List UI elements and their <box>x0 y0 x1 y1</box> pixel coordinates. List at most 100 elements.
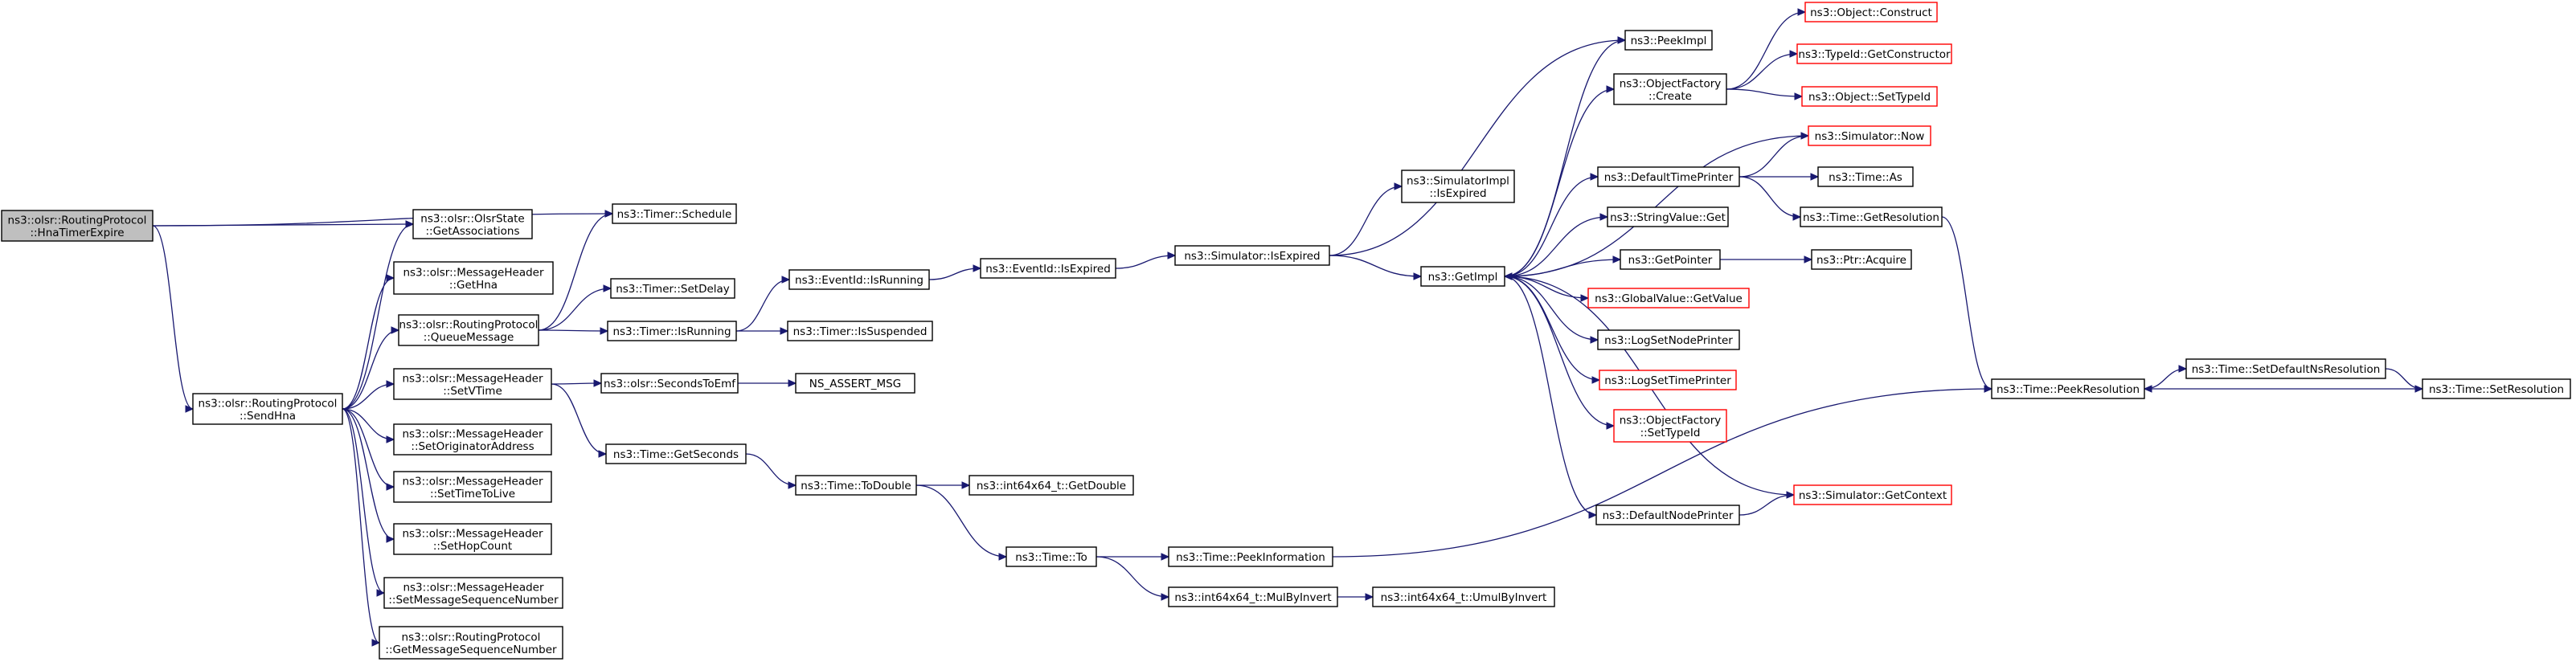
node-setttl[interactable]: ns3::olsr::MessageHeader::SetTimeToLive <box>393 471 552 503</box>
node-issuspended[interactable]: ns3::Timer::IsSuspended <box>787 321 933 341</box>
call-edge <box>1504 36 1627 277</box>
node-sethop[interactable]: ns3::olsr::MessageHeader::SetHopCount <box>393 523 552 555</box>
node-box <box>795 475 917 496</box>
node-objconstruct[interactable]: ns3::Object::Construct <box>1804 2 1938 22</box>
call-edges <box>152 8 2424 647</box>
node-timeto[interactable]: ns3::Time::To <box>1005 546 1097 567</box>
arrowhead <box>1599 213 1609 221</box>
node-setdefaultnsres[interactable]: ns3::Time::SetDefaultNsResolution <box>2185 358 2386 379</box>
node-nsassert[interactable]: NS_ASSERT_MSG <box>795 373 915 394</box>
node-getdouble[interactable]: ns3::int64x64_t::GetDouble <box>969 475 1134 496</box>
call-edge <box>342 408 386 597</box>
arrowhead <box>1606 85 1616 93</box>
call-edge <box>1738 132 1810 178</box>
node-defnodeprinter[interactable]: ns3::DefaultNodePrinter <box>1595 505 1740 525</box>
node-box <box>1800 206 1943 227</box>
node-label: ns3::olsr::MessageHeader <box>403 266 544 279</box>
node-setseq[interactable]: ns3::olsr::MessageHeader::SetMessageSequ… <box>383 577 563 609</box>
node-setdelay[interactable]: ns3::Timer::SetDelay <box>610 278 735 299</box>
node-sendhna[interactable]: ns3::olsr::RoutingProtocol::SendHna <box>192 393 343 425</box>
arrowhead <box>1612 255 1622 264</box>
node-label: ::SetMessageSequenceNumber <box>388 594 559 607</box>
arrowhead <box>604 210 614 218</box>
node-box <box>412 209 533 239</box>
node-getresolution[interactable]: ns3::Time::GetResolution <box>1800 206 1943 227</box>
arrowhead <box>2143 385 2152 393</box>
node-label: ns3::ObjectFactory <box>1620 77 1722 90</box>
call-edge <box>538 284 612 331</box>
arrowhead <box>1590 336 1599 344</box>
node-objsettypeid[interactable]: ns3::Object::SetTypeId <box>1801 86 1938 107</box>
node-box <box>1005 546 1097 567</box>
node-label: ::GetHna <box>449 279 498 292</box>
node-timeas[interactable]: ns3::Time::As <box>1817 166 1914 187</box>
node-label: ns3::int64x64_t::MulByInvert <box>1174 591 1331 604</box>
node-eventisexpired[interactable]: ns3::EventId::IsExpired <box>980 258 1116 279</box>
arrowhead <box>1789 50 1799 58</box>
node-logtimeprinter[interactable]: ns3::LogSetTimePrinter <box>1599 370 1737 390</box>
node-ofcreate[interactable]: ns3::ObjectFactory::Create <box>1613 73 1727 105</box>
node-simisexpired[interactable]: ns3::Simulator::IsExpired <box>1174 245 1330 266</box>
node-box <box>1372 586 1555 607</box>
arrowhead <box>1794 92 1804 100</box>
call-edge <box>1726 50 1799 90</box>
node-queuemsg[interactable]: ns3::olsr::RoutingProtocol::QueueMessage <box>398 314 539 346</box>
node-label: ns3::LogSetNodePrinter <box>1604 334 1733 347</box>
arrowhead <box>1984 385 1993 393</box>
node-box <box>607 321 737 341</box>
node-typeidgetctor[interactable]: ns3::TypeId::GetConstructor <box>1796 43 1952 64</box>
node-setresolution[interactable]: ns3::Time::SetResolution <box>2422 378 2571 399</box>
node-todouble[interactable]: ns3::Time::ToDouble <box>795 475 917 496</box>
node-getseconds[interactable]: ns3::Time::GetSeconds <box>605 443 747 464</box>
node-getassoc[interactable]: ns3::olsr::OlsrState::GetAssociations <box>412 209 533 239</box>
node-lognodeprinter[interactable]: ns3::LogSetNodePrinter <box>1597 329 1740 350</box>
node-mulbyinvert[interactable]: ns3::int64x64_t::MulByInvert <box>1168 586 1338 607</box>
node-label: ns3::EventId::IsExpired <box>985 263 1111 276</box>
node-setorig[interactable]: ns3::olsr::MessageHeader::SetOriginatorA… <box>393 423 552 456</box>
node-box <box>1620 249 1721 270</box>
node-label: ns3::olsr::MessageHeader <box>403 581 544 594</box>
node-label: ::QueueMessage <box>424 331 514 344</box>
node-simnow[interactable]: ns3::Simulator::Now <box>1808 125 1931 146</box>
node-label: ns3::DefaultNodePrinter <box>1603 509 1734 522</box>
node-schedule[interactable]: ns3::Timer::Schedule <box>612 203 737 224</box>
node-timerisrunning[interactable]: ns3::Timer::IsRunning <box>607 321 737 341</box>
node-deftimeprinter[interactable]: ns3::DefaultTimePrinter <box>1597 166 1740 187</box>
call-edge <box>538 210 614 331</box>
arrowhead <box>603 284 612 292</box>
node-peekinfo[interactable]: ns3::Time::PeekInformation <box>1168 546 1333 567</box>
node-peekimpl[interactable]: ns3::PeekImpl <box>1624 30 1713 51</box>
node-box <box>393 368 552 400</box>
node-box <box>398 314 539 346</box>
node-peekresolution[interactable]: ns3::Time::PeekResolution <box>1991 378 2145 399</box>
call-edge <box>342 326 400 410</box>
arrowhead <box>780 327 789 335</box>
arrowhead <box>1810 173 1820 181</box>
node-stringvalueget[interactable]: ns3::StringValue::Get <box>1607 206 1729 227</box>
node-gethna[interactable]: ns3::olsr::MessageHeader::GetHna <box>393 261 554 295</box>
node-ptracquire[interactable]: ns3::Ptr::Acquire <box>1811 249 1912 270</box>
node-getseq[interactable]: ns3::olsr::RoutingProtocol::GetMessageSe… <box>379 626 563 660</box>
node-secstoemf[interactable]: ns3::olsr::SecondsToEmf <box>600 373 739 394</box>
call-edge <box>1504 276 1590 302</box>
call-edge <box>342 408 395 543</box>
node-eventisrunning[interactable]: ns3::EventId::IsRunning <box>788 269 930 290</box>
call-edge <box>736 327 789 335</box>
arrowhead <box>405 220 415 228</box>
node-simgetcontext[interactable]: ns3::Simulator::GetContext <box>1793 484 1952 505</box>
node-globalvalueget[interactable]: ns3::GlobalValue::GetValue <box>1587 288 1750 308</box>
node-box <box>1613 73 1727 105</box>
node-box <box>1587 288 1750 308</box>
arrowhead <box>371 639 381 647</box>
arrowhead <box>593 379 603 387</box>
node-label: ::SetTimeToLive <box>430 488 515 501</box>
node-ofsettypeid[interactable]: ns3::ObjectFactory::SetTypeId <box>1613 409 1727 443</box>
node-simimplisexpired[interactable]: ns3::SimulatorImpl::IsExpired <box>1401 170 1515 203</box>
node-getpointer[interactable]: ns3::GetPointer <box>1620 249 1721 270</box>
node-label: ns3::Timer::SetDelay <box>616 283 730 296</box>
node-umulbyinvert[interactable]: ns3::int64x64_t::UmulByInvert <box>1372 586 1555 607</box>
node-label: ::SetTypeId <box>1640 427 1701 439</box>
node-setvtime[interactable]: ns3::olsr::MessageHeader::SetVTime <box>393 368 552 400</box>
node-getimpl[interactable]: ns3::GetImpl <box>1420 266 1505 287</box>
node-label: ns3::DefaultTimePrinter <box>1604 171 1734 184</box>
